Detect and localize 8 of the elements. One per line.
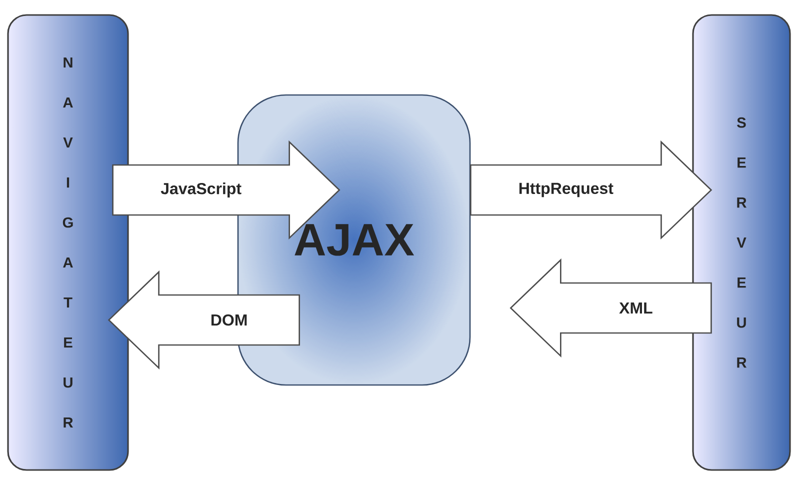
edge-label: HttpRequest (519, 182, 614, 198)
block-arrow (510, 258, 712, 358)
vertical-bar: S E R V E U R (692, 14, 791, 471)
edge-label: XML (619, 302, 652, 314)
block-arrow (108, 270, 300, 370)
block-arrow (112, 140, 340, 240)
vertical-bar: N A V I G A T E U R (7, 14, 129, 471)
block-arrow (470, 140, 712, 240)
